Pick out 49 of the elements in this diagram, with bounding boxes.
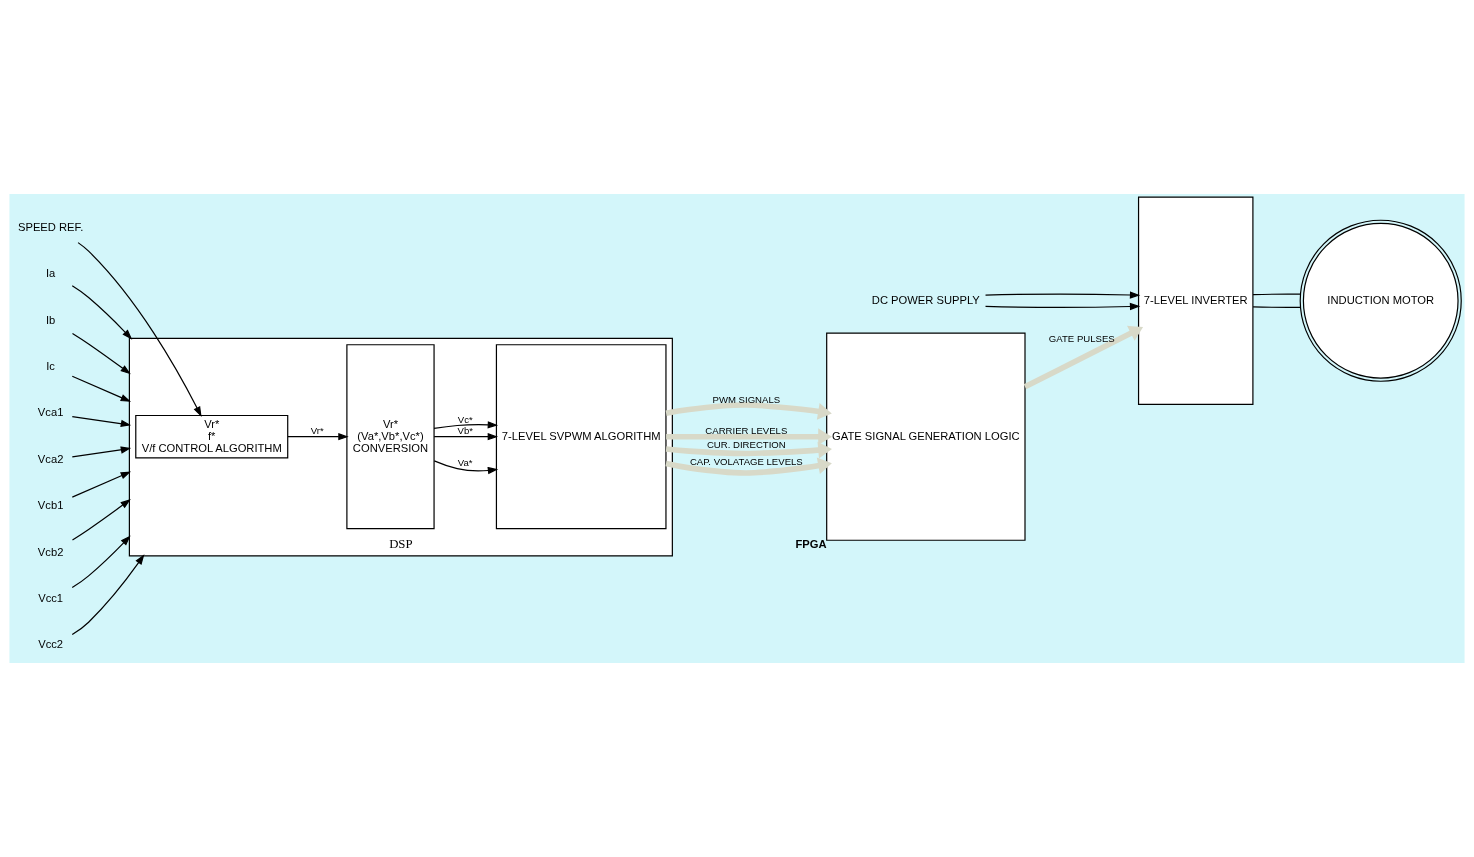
arrow	[71, 471, 132, 498]
node-text: SPEED REF.	[17, 220, 84, 233]
arrow	[71, 375, 132, 402]
edge-label: CAP. VOLATAGE LEVELS	[689, 456, 803, 468]
arrow	[984, 291, 1141, 299]
edge-label: Va*	[457, 456, 473, 468]
arrow	[287, 433, 349, 441]
edge-label: GATE PULSES	[1048, 333, 1115, 345]
edge-label: Vc*	[457, 413, 473, 425]
node-text: Vcc1	[38, 591, 64, 604]
arrow	[77, 242, 202, 417]
node-text: Vca1	[37, 406, 64, 419]
arrow	[433, 433, 499, 441]
arrow	[1023, 325, 1144, 390]
arrow	[433, 421, 499, 429]
arrow	[665, 457, 832, 476]
connector	[1252, 293, 1301, 296]
arrow	[71, 415, 132, 427]
edge-label: Vb*	[457, 424, 473, 436]
node-text: Ia	[45, 267, 56, 280]
arrow	[665, 441, 832, 459]
arrow	[71, 446, 132, 458]
node-text: Vca2	[37, 452, 64, 465]
node-box: 7-LEVEL INVERTER	[1137, 196, 1254, 405]
node-text: Ic	[46, 360, 55, 373]
node-text: DC POWER SUPPLY	[871, 293, 980, 306]
arrow	[71, 285, 133, 340]
node-text: Vcc2	[38, 638, 64, 651]
arrow	[71, 332, 131, 375]
node-box: Vr* (Va*,Vb*,Vc*) CONVERSION	[346, 344, 435, 530]
node-text: Vcb1	[37, 499, 64, 512]
edge-label: PWM SIGNALS	[712, 393, 781, 405]
edge-label: Vr*	[310, 424, 324, 436]
arrow	[71, 499, 131, 541]
node-box: GATE SIGNAL GENERATION LOGIC	[826, 332, 1026, 541]
node-text: Vcb2	[37, 545, 64, 558]
node-box: 7-LEVEL SVPWM ALGORITHM	[495, 344, 667, 530]
arrow	[433, 460, 499, 475]
arrow	[984, 302, 1141, 311]
connector	[1252, 306, 1301, 308]
node-text: Ib	[45, 313, 56, 326]
edge-label: CUR. DIRECTION	[706, 439, 786, 451]
node-label: FPGA	[795, 538, 827, 551]
arrow	[71, 535, 131, 589]
edge-label: CARRIER LEVELS	[705, 424, 788, 436]
arrow	[666, 428, 832, 446]
node-box: Vr* f* V/f CONTROL ALGORITHM	[135, 414, 289, 459]
arrow	[665, 402, 832, 420]
arrow	[71, 554, 145, 636]
